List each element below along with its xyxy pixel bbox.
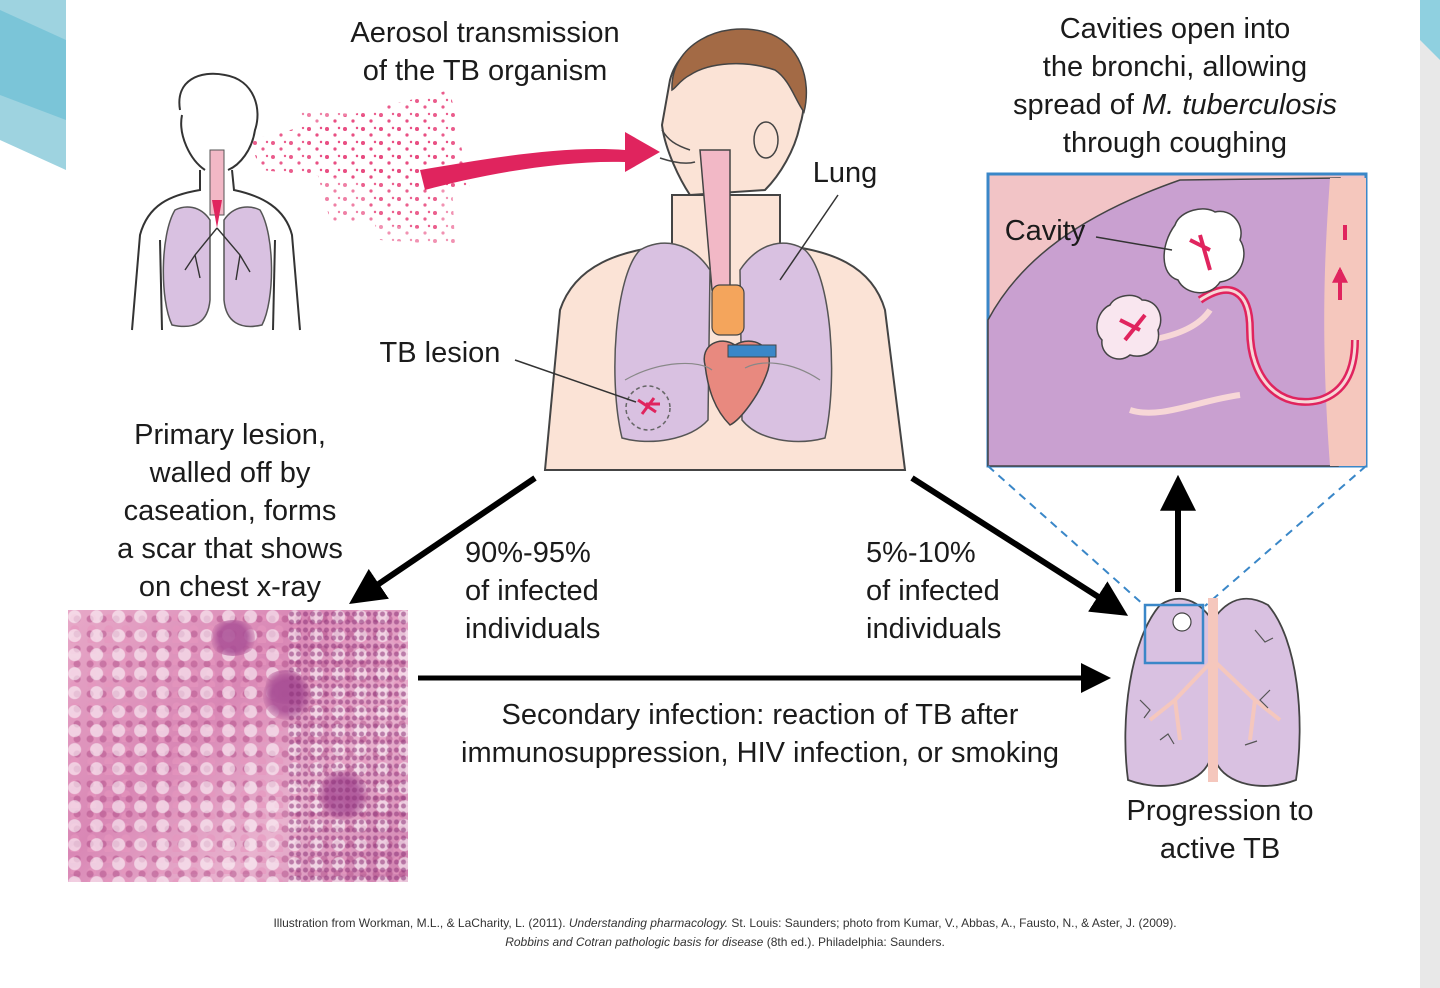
percent-90-95-line-2: of infected	[465, 575, 599, 607]
small-person-figure	[131, 72, 301, 331]
aerosol-arrow	[420, 132, 660, 190]
cavities-label-line-4: through coughing	[1062, 127, 1288, 159]
credit-line-2: Robbins and Cotran pathologic basis for …	[80, 933, 1370, 951]
progression-line-2: active TB	[1159, 833, 1281, 865]
progression-line-1: Progression to	[1126, 795, 1314, 827]
aerosol-label: Aerosol transmission of the TB organism	[320, 14, 650, 90]
arrow-to-primary-lesion	[349, 475, 537, 605]
primary-lesion-line-1: Primary lesion,	[134, 419, 326, 451]
tb-lesion-label: TB lesion	[360, 334, 520, 372]
lung-leader-line	[779, 194, 839, 281]
cavities-label-line-3: spread of M. tuberculosis	[985, 86, 1365, 124]
cavities-label-line-3-prefix: spread of	[1013, 89, 1142, 121]
tb-lesion-leader-line	[514, 359, 637, 403]
aerosol-label-line-2: of the TB organism	[362, 55, 608, 87]
primary-lesion-line-3: caseation, forms	[123, 495, 337, 527]
credit-line-2-book-title: Robbins and Cotran pathologic basis for …	[505, 935, 764, 949]
cavity-zoom-box	[986, 172, 1368, 468]
small-person-lungs	[162, 149, 273, 328]
secondary-infection-line-1: Secondary infection: reaction of TB afte…	[501, 699, 1019, 731]
percent-5-10-line-2: of infected	[866, 575, 1000, 607]
secondary-infection-line-2: immunosuppression, HIV infection, or smo…	[461, 737, 1059, 769]
percent-90-95-line-3: individuals	[465, 613, 601, 645]
arrow-to-active-tb	[910, 475, 1129, 616]
lung-label-text: Lung	[812, 157, 878, 189]
progression-label: Progression to active TB	[1100, 792, 1340, 868]
cavity-label-text: Cavity	[1004, 215, 1086, 247]
credit-line-1-part-a: Illustration from Workman, M.L., & LaCha…	[273, 916, 569, 930]
percent-90-95-label: 90%-95% of infected individuals	[465, 534, 665, 648]
primary-lesion-line-5: on chest x-ray	[138, 571, 322, 603]
micrograph-image	[68, 610, 408, 882]
active-tb-lungs	[1124, 597, 1301, 787]
percent-5-10-line-1: 5%-10%	[866, 537, 976, 569]
cavities-label: Cavities open into the bronchi, allowing…	[985, 10, 1365, 162]
cavities-label-line-1: Cavities open into	[1059, 13, 1291, 45]
large-person-figure	[543, 28, 907, 471]
secondary-infection-label: Secondary infection: reaction of TB afte…	[415, 696, 1105, 772]
credit-line-1-book-title: Understanding pharmacology.	[568, 916, 729, 930]
cavities-label-organism: M. tuberculosis	[1141, 89, 1337, 121]
credit-line-2-part-b: (8th ed.). Philadelphia: Saunders.	[763, 935, 945, 949]
tb-lesion-label-text: TB lesion	[379, 337, 501, 369]
percent-5-10-line-3: individuals	[866, 613, 1002, 645]
aerosol-label-line-1: Aerosol transmission	[350, 17, 620, 49]
lung-label: Lung	[800, 154, 890, 192]
primary-lesion-line-2: walled off by	[149, 457, 311, 489]
credit-line-1: Illustration from Workman, M.L., & LaCha…	[80, 914, 1370, 932]
zoom-dashed-line-right	[1204, 465, 1367, 607]
cavities-label-line-2: the bronchi, allowing	[1042, 51, 1308, 83]
primary-lesion-label: Primary lesion, walled off by caseation,…	[90, 416, 370, 606]
aerosol-spray	[250, 90, 470, 245]
percent-5-10-label: 5%-10% of infected individuals	[866, 534, 1066, 648]
percent-90-95-line-1: 90%-95%	[465, 537, 591, 569]
cavity-label: Cavity	[995, 212, 1095, 250]
primary-lesion-line-4: a scar that shows	[117, 533, 343, 565]
credit-line-1-part-c: St. Louis: Saunders; photo from Kumar, V…	[728, 916, 1177, 930]
